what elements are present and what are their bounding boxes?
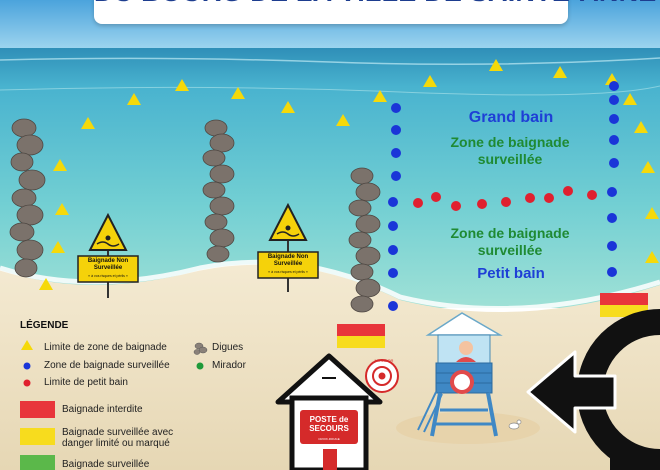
- red-buoy-marker: [587, 190, 597, 200]
- yellow-triangle-marker: [175, 79, 189, 91]
- legend-label: Limite de zone de baignade: [44, 342, 167, 353]
- yellow-triangle-marker: [281, 101, 295, 113]
- yellow-triangle-marker: [127, 93, 141, 105]
- red-buoy-marker: [525, 193, 535, 203]
- swimmer-warning-icon: [268, 202, 308, 241]
- blue-buoy-marker: [391, 148, 401, 158]
- warning-sign-1: [77, 212, 139, 298]
- sign-subtitle-2: « à vos risques et périls »: [268, 270, 308, 274]
- sign-subtitle-1: « à vos risques et périls »: [88, 274, 128, 278]
- blue-buoy-marker: [388, 301, 398, 311]
- legend-label: Digues: [212, 342, 244, 353]
- mirador-sign-label: MIRADOR: [374, 358, 394, 363]
- yellow-triangle-marker: [55, 203, 69, 215]
- yellow-flag-swatch: [20, 428, 55, 445]
- mirador-target-icon: [365, 359, 399, 393]
- blue-buoy-marker: [391, 171, 401, 181]
- legend-title: LÉGENDE: [20, 320, 69, 331]
- red-buoy-marker: [451, 201, 461, 211]
- jetty-rocks-1: [9, 118, 46, 278]
- blue-buoy-marker: [609, 81, 619, 91]
- blue-buoy-marker: [388, 197, 398, 207]
- warning-sign-2: [257, 202, 319, 292]
- sign-title-1: Baignade Non Surveillée: [87, 258, 129, 271]
- yellow-triangle-marker: [645, 251, 659, 263]
- blue-buoy-marker: [388, 268, 398, 278]
- yellow-triangle-marker: [231, 87, 245, 99]
- blue-buoy-marker: [388, 221, 398, 231]
- page-title: DU BOURG DE LA VILLE DE SAINTE-ANNE: [94, 0, 656, 15]
- red-buoy-marker: [501, 197, 511, 207]
- blue-buoy-marker: [609, 95, 619, 105]
- yellow-triangle-marker: [51, 241, 65, 253]
- title-banner: DU BOURG DE LA VILLE DE SAINTE-ANNE: [94, 0, 656, 24]
- red-dot-icon: [23, 379, 31, 387]
- jetty-rocks-2: [202, 119, 235, 263]
- yellow-triangle-marker: [489, 59, 503, 71]
- green-dot-icon: [196, 362, 204, 370]
- yellow-triangle-marker: [634, 121, 648, 133]
- blue-buoy-marker: [607, 213, 617, 223]
- jetty-rocks-3: [348, 167, 381, 313]
- blue-buoy-marker: [391, 103, 401, 113]
- yellow-triangle-marker: [336, 114, 350, 126]
- blue-buoy-marker: [609, 158, 619, 168]
- blue-buoy-marker: [609, 135, 619, 145]
- blue-buoy-marker: [388, 245, 398, 255]
- poste-de-secours-label: POSTE de SECOURS: [309, 415, 349, 433]
- flag-bar-left: [337, 324, 385, 348]
- rock-icon: [193, 342, 208, 355]
- yellow-triangle-marker: [423, 75, 437, 87]
- legend-label: Mirador: [212, 360, 246, 371]
- lifeguard-tower-icon: [417, 312, 503, 437]
- yellow-triangle-icon: [21, 340, 33, 350]
- blue-buoy-marker: [391, 125, 401, 135]
- red-flag-swatch: [20, 401, 55, 418]
- petit-bain-label: Petit bain: [477, 265, 545, 282]
- red-buoy-marker: [431, 192, 441, 202]
- blue-buoy-marker: [609, 114, 619, 124]
- blue-buoy-marker: [607, 241, 617, 251]
- yellow-triangle-marker: [81, 117, 95, 129]
- grand-bain-label: Grand bain: [468, 109, 554, 126]
- yellow-triangle-marker: [645, 207, 659, 219]
- poste-de-secours-icon: [275, 353, 383, 470]
- yellow-triangle-marker: [623, 93, 637, 105]
- green-flag-swatch: [20, 455, 55, 470]
- legend-label: Baignade surveillée: [62, 459, 150, 470]
- seagull-icon: [508, 419, 522, 430]
- blue-dot-icon: [23, 362, 31, 370]
- red-buoy-marker: [413, 198, 423, 208]
- legend-label: Baignade interdite: [62, 404, 143, 415]
- zone-surveillee-label-2: Zone de baignade surveillée: [450, 225, 570, 258]
- yellow-triangle-marker: [53, 159, 67, 171]
- legend-label: Baignade surveillée avec danger limité o…: [62, 427, 174, 449]
- yellow-triangle-marker: [373, 90, 387, 102]
- legend-label: Zone de baignade surveillée: [44, 360, 170, 371]
- roundabout-arrow-icon: [526, 309, 660, 470]
- red-buoy-marker: [477, 199, 487, 209]
- zone-surveillee-label-1: Zone de baignade surveillée: [450, 134, 570, 167]
- red-buoy-marker: [563, 186, 573, 196]
- red-buoy-marker: [544, 193, 554, 203]
- legend-label: Limite de petit bain: [44, 377, 128, 388]
- swimmer-warning-icon: [88, 212, 128, 251]
- blue-buoy-marker: [607, 187, 617, 197]
- poste-de-secours-sublabel: CROIX-ROUGE: [318, 437, 340, 441]
- sign-title-2: Baignade Non Surveillée: [267, 254, 309, 267]
- yellow-triangle-marker: [641, 161, 655, 173]
- legend-icons: [20, 340, 208, 470]
- yellow-triangle-marker: [39, 278, 53, 290]
- yellow-triangle-marker: [553, 66, 567, 78]
- blue-buoy-marker: [607, 267, 617, 277]
